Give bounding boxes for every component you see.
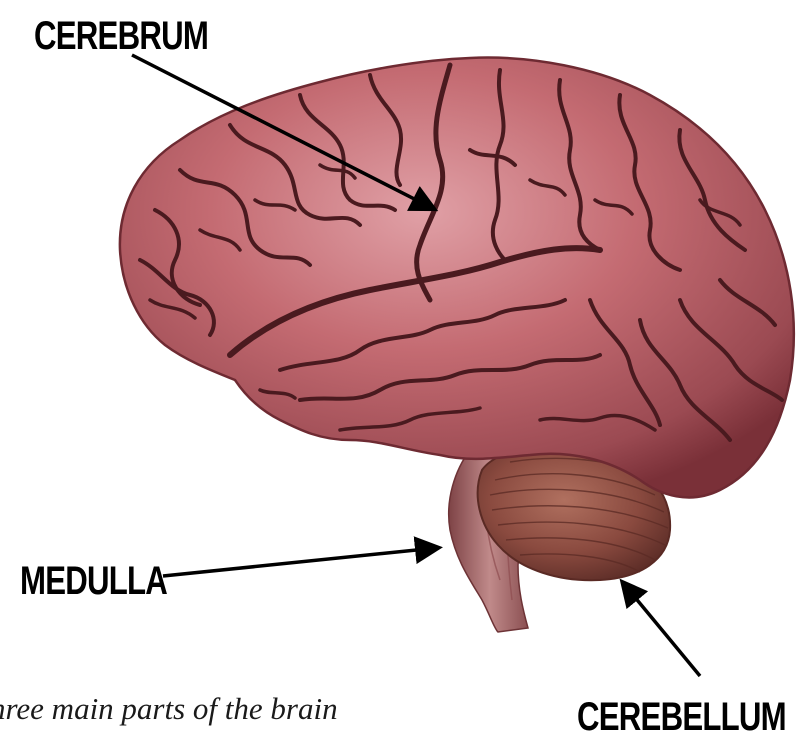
caption: hree main parts of the brain xyxy=(0,691,338,727)
cerebrum-label: CEREBRUM xyxy=(34,16,208,56)
cerebrum-shape xyxy=(120,58,794,498)
medulla-arrow xyxy=(163,548,436,576)
medulla-label: MEDULLA xyxy=(20,561,167,601)
cerebellum-arrow xyxy=(624,584,700,676)
cerebellum-label: CEREBELLUM xyxy=(577,697,786,737)
